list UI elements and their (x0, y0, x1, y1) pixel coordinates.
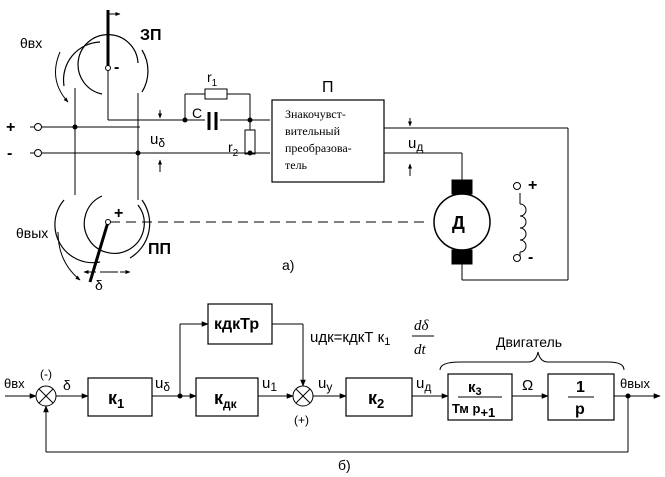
zp-label: ЗП (140, 27, 162, 44)
plus-terminal-label: + (6, 119, 15, 136)
pp-arc-outer (129, 199, 151, 259)
block-k2 (345, 377, 413, 417)
pp-outer-left (54, 199, 101, 264)
zp-outer-left (62, 41, 101, 87)
converter-label: П (322, 79, 334, 96)
delta-label: δ (95, 277, 103, 293)
integrator-one: 1 (576, 379, 585, 396)
schematic-a (30, 10, 569, 283)
theta-in-arrow (55, 51, 69, 103)
minus-sign-label: (-) (40, 367, 52, 381)
caption-b: б) (338, 457, 351, 473)
field-plus: + (528, 177, 537, 194)
converter-box (271, 99, 385, 183)
u1-label: u1 (262, 375, 277, 394)
u-delta-label-a: uδ (150, 131, 165, 150)
u-delta-label-b: uδ (155, 375, 170, 394)
junction-dots (72, 117, 253, 156)
converter-text: Знакочувст- вительный преобразова- тель (285, 107, 355, 172)
zp-brush-sign: - (114, 59, 119, 76)
uy-label: uу (318, 375, 332, 394)
pp-arc (83, 195, 145, 254)
pp-brush-sign: + (114, 205, 123, 222)
motor-brush-bottom (451, 249, 473, 265)
omega-label: Ω (522, 377, 533, 394)
integrator-p: р (575, 401, 585, 418)
input-label: θвх (4, 376, 25, 391)
block-k1 (87, 377, 153, 417)
delta-label-b: δ (63, 377, 71, 393)
block-kdk (195, 377, 259, 417)
block-motor-tf (447, 373, 513, 421)
terminals (34, 123, 521, 262)
theta-in-label: θвх (20, 35, 42, 51)
motor-group-label: Двигатель (496, 334, 562, 350)
output-label: θвых (620, 376, 650, 391)
block-integrator (547, 373, 615, 421)
zp-brush-contact (105, 65, 111, 71)
caption-a: а) (282, 257, 294, 273)
motor-brush-top (451, 179, 473, 195)
field-minus: - (528, 249, 533, 266)
k3-label: к3 (468, 379, 482, 398)
kdk-tp-label: кдкТр (214, 316, 259, 333)
zp-arc-outer (141, 49, 149, 93)
ud-label: uд (416, 375, 431, 394)
field-winding (519, 203, 527, 253)
plus-sign-label: (+) (294, 413, 309, 427)
minus-terminal-label: - (7, 145, 12, 162)
r1-resistor (204, 88, 228, 100)
zp-arc (77, 34, 139, 95)
block-diagram-b (5, 303, 661, 453)
k1-label: к1 (108, 388, 124, 411)
kdk-label: кдк (214, 388, 238, 411)
formula-dd: dδ (414, 318, 430, 334)
theta-out-arrow (57, 231, 81, 281)
capacitor-label: C (192, 105, 202, 121)
r1-label: r1 (207, 69, 218, 89)
udk-formula: uдк=кдкТ к1 (310, 329, 390, 348)
pp-brush-contact (105, 219, 111, 225)
r2-resistor (244, 129, 256, 155)
pp-label: ПП (148, 241, 171, 258)
u-d-label-a: uд (408, 135, 423, 154)
theta-out-label: θвых (16, 225, 48, 241)
formula-dt: dt (414, 342, 427, 358)
tm-den-label: Тм р+1 (452, 401, 495, 420)
r2-label: r2 (228, 139, 239, 159)
motor-brace (439, 351, 625, 371)
k2-label: к2 (368, 388, 384, 411)
junction-dots-b (177, 393, 631, 399)
motor-label: Д (452, 213, 465, 233)
